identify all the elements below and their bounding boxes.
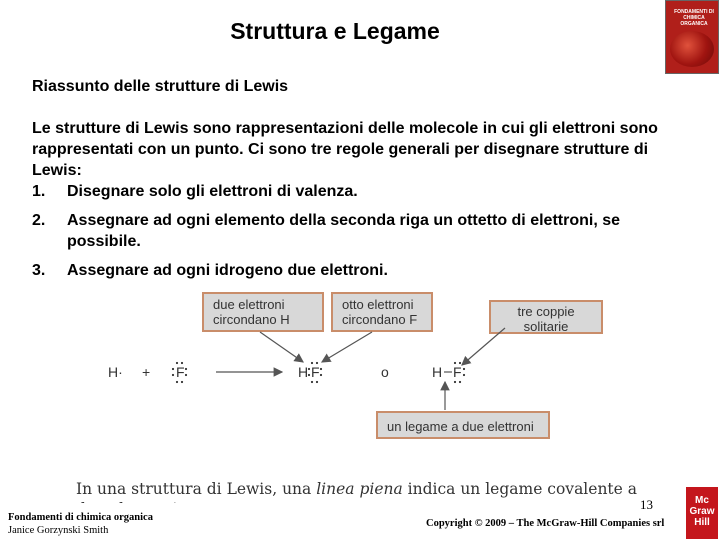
electron-dot: [310, 380, 314, 384]
page-title: Struttura e Legame: [230, 18, 440, 44]
electron-dot: [180, 380, 184, 384]
electron-dot: [458, 380, 462, 384]
label-box-f-electrons: otto elettroni circondano F: [331, 292, 433, 332]
electron-dot: [171, 373, 175, 377]
slide-subtitle: Riassunto delle strutture di Lewis: [32, 78, 289, 95]
electron-dot: [319, 373, 323, 377]
electron-dot: [175, 361, 179, 365]
copyright-notice: Copyright © 2009 – The McGraw-Hill Compa…: [426, 518, 665, 529]
label-box-lone-pairs: tre coppie solitarie: [489, 300, 603, 334]
arrow-line: [320, 331, 373, 363]
cover-title: FONDAMENTI DI CHIMICA ORGANICA: [674, 9, 714, 27]
label-box-h-electrons: due elettroni circondano H: [202, 292, 324, 332]
logo-text: Mc: [695, 495, 709, 506]
electron-dot: [458, 361, 462, 365]
rule-text: Assegnare ad ogni idrogeno due elettroni…: [67, 262, 388, 279]
plus-sign: +: [142, 364, 151, 380]
label-line: circondano H: [213, 312, 290, 327]
caption-text: indica un legame covalente a due elettro…: [76, 480, 637, 503]
rule-number: 2.: [32, 212, 46, 229]
electron-dot: [453, 361, 457, 365]
alt-f: F: [453, 364, 462, 380]
author-name: Janice Gorzynski Smith: [8, 525, 109, 536]
product-f: F: [311, 364, 320, 380]
mcgraw-hill-logo: Mc Graw Hill: [686, 487, 718, 539]
electron-dot: [462, 373, 466, 377]
electron-dot: [307, 373, 311, 377]
electron-dot: [307, 367, 311, 371]
or-word: o: [381, 364, 389, 380]
label-box-bond: un legame a due elettroni: [376, 411, 550, 439]
rule-text: Disegnare solo gli elettroni di valenza.: [67, 183, 358, 200]
electron-dot: [175, 380, 179, 384]
cover-flower-icon: [670, 31, 714, 67]
page-number: 13: [640, 497, 653, 512]
caption-text: In una struttura di Lewis, una: [76, 480, 317, 498]
arrow-line: [461, 327, 506, 366]
rule-number: 1.: [32, 183, 46, 200]
rule-text: Assegnare ad ogni elemento della seconda…: [67, 212, 620, 250]
logo-text: Graw: [689, 506, 715, 517]
footer-book-info: Fondamenti di chimica organica Janice Go…: [8, 511, 153, 537]
electron-dot: [184, 367, 188, 371]
electron-dot: [171, 367, 175, 371]
label-line: due elettroni: [213, 297, 285, 312]
electron-dot: [184, 373, 188, 377]
electron-dot: [462, 367, 466, 371]
product-h: H: [298, 364, 309, 380]
electron-dot: [310, 361, 314, 365]
book-cover-image: FONDAMENTI DI CHIMICA ORGANICA: [665, 0, 719, 74]
book-title: Fondamenti di chimica organica: [8, 512, 153, 523]
h-radical: H·: [108, 364, 123, 380]
label-line: circondano F: [342, 312, 418, 327]
electron-dot: [315, 380, 319, 384]
figure-caption: In una struttura di Lewis, una linea pie…: [76, 479, 656, 503]
electron-dot: [319, 367, 323, 371]
rule-number: 3.: [32, 262, 46, 279]
logo-text: Hill: [694, 517, 710, 528]
label-line: un legame a due elettroni: [387, 419, 534, 434]
electron-dot: [315, 361, 319, 365]
arrow-line: [259, 331, 304, 363]
label-line: solitarie: [523, 319, 569, 334]
caption-emphasis: linea piena: [316, 480, 403, 498]
label-line: otto elettroni: [342, 297, 414, 312]
alt-h: H: [432, 364, 443, 380]
f-atom: F: [176, 364, 185, 380]
label-line: tre coppie: [517, 304, 575, 319]
electron-dot: [180, 361, 184, 365]
electron-dot: [453, 380, 457, 384]
intro-paragraph: Le strutture di Lewis sono rappresentazi…: [32, 120, 658, 179]
